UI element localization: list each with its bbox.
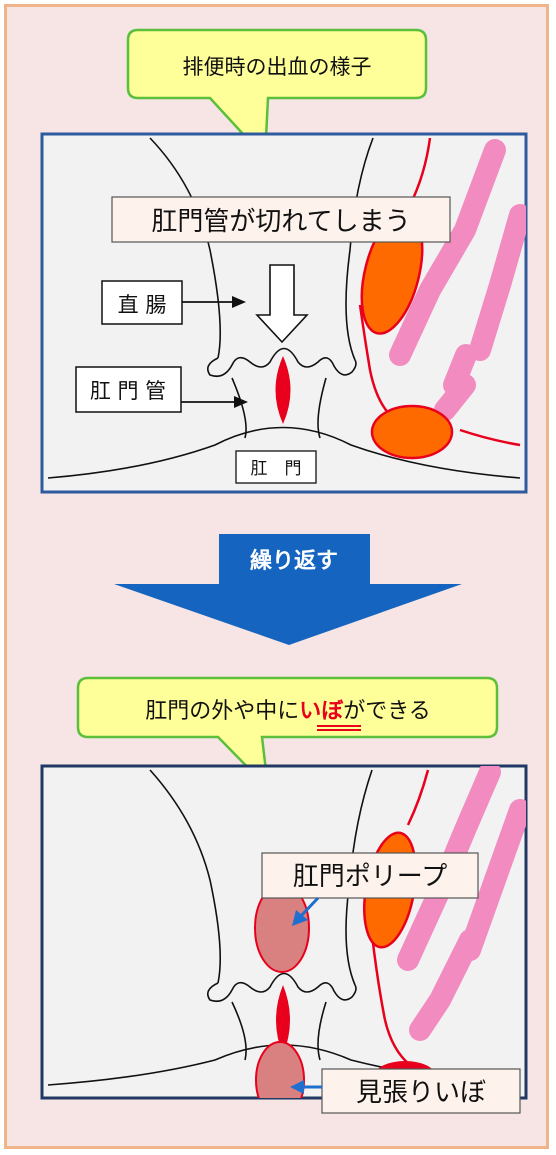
skin-tag-label-box bbox=[321, 1068, 521, 1114]
fissure-title-box bbox=[111, 196, 451, 243]
repeat-label: 繰り返す bbox=[250, 548, 338, 574]
anal-canal-label-box bbox=[75, 366, 182, 413]
pointer-arrow-icon bbox=[232, 296, 246, 308]
polyp-label-box bbox=[261, 852, 479, 899]
anal-canal-label: 肛 門 管 bbox=[90, 379, 166, 403]
bubble-bottom-text-after: ができる bbox=[343, 699, 431, 724]
anus-label-box bbox=[235, 450, 317, 484]
pointer-arrow-icon bbox=[290, 1080, 304, 1094]
veins-bottom bbox=[370, 769, 430, 1066]
speech-bubble-bottom: 肛門の外や中にいぼができる bbox=[76, 676, 499, 792]
bubble-bottom-text-emphasis: いぼ bbox=[299, 699, 344, 724]
polyp-pointer bbox=[298, 896, 320, 919]
repeat-arrow: 繰り返す bbox=[114, 534, 462, 645]
speech-bubble-top: 排便時の出血の様子 bbox=[126, 28, 428, 162]
rectum-label-box bbox=[101, 280, 183, 325]
pointer-arrow-icon bbox=[234, 396, 248, 408]
pink-stripes-top bbox=[389, 139, 526, 421]
fissure-title-label: 肛門管が切れてしまう bbox=[151, 207, 410, 237]
rectum-label: 直 腸 bbox=[118, 293, 167, 317]
bubble-top-text: 排便時の出血の様子 bbox=[183, 55, 372, 79]
sentinel-skin-tag bbox=[255, 1041, 305, 1098]
bubble-bottom-text-before: 肛門の外や中に bbox=[145, 699, 299, 724]
anal-fissure-top bbox=[275, 356, 291, 424]
pointer-arrow-icon bbox=[292, 910, 308, 926]
down-arrow-icon bbox=[255, 264, 309, 344]
anal-fissure-bottom bbox=[276, 985, 290, 1055]
anus-label: 肛 門 bbox=[251, 459, 302, 479]
panel-top: 肛門管が切れてしまう 直 腸 肛 門 管 肛 門 bbox=[40, 132, 528, 494]
panel-bottom: 肛門ポリープ 見張りいぼ bbox=[40, 764, 528, 1114]
buttocks-outline-top bbox=[47, 137, 521, 479]
bubble-bottom-text: 肛門の外や中にいぼができる bbox=[145, 699, 431, 724]
external-hemorrhoid-top bbox=[370, 404, 454, 460]
polyp-label: 肛門ポリープ bbox=[293, 862, 447, 892]
skin-tag-label: 見張りいぼ bbox=[356, 1078, 486, 1108]
